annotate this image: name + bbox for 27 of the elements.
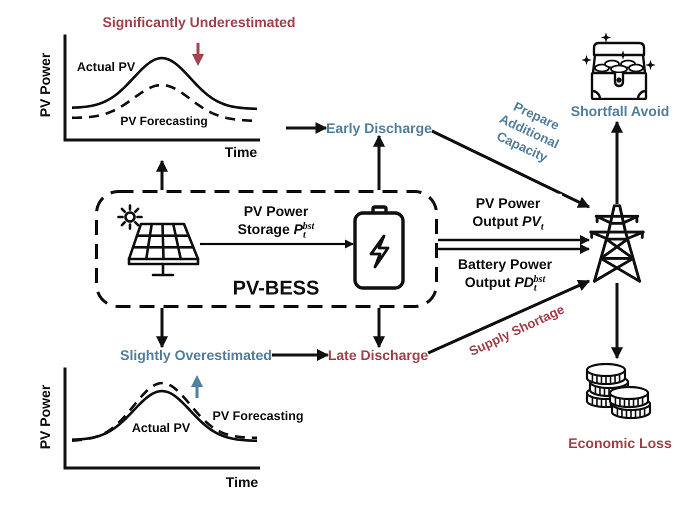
arrow — [373, 134, 385, 190]
arrow — [611, 120, 623, 204]
curve-label: PV Forecasting — [212, 409, 304, 423]
step-text: Early Discharge — [326, 120, 432, 136]
axis-title: Time — [224, 144, 258, 160]
arrow — [428, 280, 590, 354]
arrow — [438, 235, 590, 245]
arrow — [373, 308, 385, 348]
axis-title: PV Power — [37, 52, 53, 118]
group-title: PV-BESS — [232, 278, 320, 300]
step-text: Late Discharge — [328, 347, 428, 363]
axis-title: Time — [226, 474, 258, 490]
axis-title: PV Power — [37, 384, 53, 450]
curve-label: Actual PV — [76, 60, 136, 74]
step-text: Slightly Overestimated — [120, 347, 272, 363]
arrow — [286, 122, 328, 134]
curve-label: Actual PV — [132, 421, 190, 435]
outcome-text: Economic Loss — [568, 435, 672, 451]
arrow — [156, 160, 168, 190]
arrow — [156, 308, 168, 348]
curve-label: PV Forecasting — [120, 114, 208, 128]
arrow — [431, 130, 590, 208]
arrow — [438, 244, 590, 254]
arrow — [272, 349, 330, 361]
arrow — [200, 240, 354, 248]
arrow — [611, 283, 623, 360]
annotation-text: Significantly Underestimated — [102, 14, 296, 30]
